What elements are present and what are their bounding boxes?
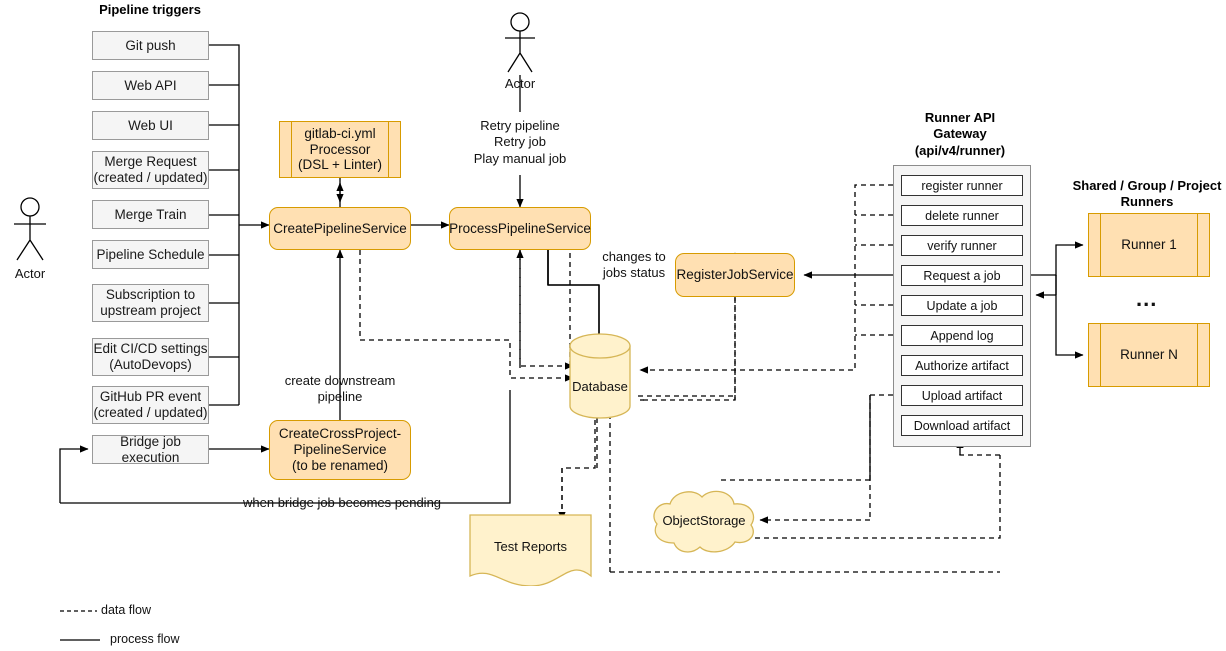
legend-process-flow-label: process flow: [110, 632, 180, 646]
actor-top: Actor: [490, 11, 550, 101]
api-download-artifact[interactable]: Download artifact: [901, 415, 1023, 436]
runners-title-line2: Runners: [1120, 194, 1174, 210]
test-reports-label: Test Reports: [494, 539, 567, 554]
retry-line2: Retry job: [493, 134, 547, 150]
retry-line1: Retry pipeline: [480, 118, 560, 133]
bridge-pending-label: when bridge job becomes pending: [243, 495, 442, 510]
runner-1[interactable]: Runner 1: [1088, 213, 1210, 277]
api-update-a-job[interactable]: Update a job: [901, 295, 1023, 316]
runner-n[interactable]: Runner N: [1088, 323, 1210, 387]
api-register-runner[interactable]: register runner: [901, 175, 1023, 196]
trigger-web-api[interactable]: Web API: [92, 71, 209, 100]
create-pipeline-service[interactable]: CreatePipelineService: [269, 207, 411, 250]
api-append-log[interactable]: Append log: [901, 325, 1023, 346]
runners-title-line1: Shared / Group / Project: [1072, 178, 1222, 193]
changes-line2: jobs status: [602, 265, 666, 281]
database-store: Database: [569, 333, 631, 419]
legend-data-flow-label: data flow: [101, 603, 152, 617]
actor-top-label: Actor: [504, 76, 536, 91]
object-storage-label: ObjectStorage: [662, 513, 746, 528]
api-upload-artifact[interactable]: Upload artifact: [901, 385, 1023, 406]
test-reports-store: Test Reports: [469, 514, 592, 587]
runners-group-title: Shared / Group / Project Runners: [1068, 178, 1226, 211]
api-delete-runner[interactable]: delete runner: [901, 205, 1023, 226]
object-storage-store: ObjectStorage: [648, 487, 760, 557]
trigger-pipeline-schedule[interactable]: Pipeline Schedule: [92, 240, 209, 269]
api-authorize-artifact[interactable]: Authorize artifact: [901, 355, 1023, 376]
downstream-line1: create downstream: [284, 373, 396, 388]
gateway-title-line3: (api/v4/runner): [914, 142, 1006, 158]
actor-left-label: Actor: [14, 266, 46, 281]
process-pipeline-service[interactable]: ProcessPipelineService: [449, 207, 591, 250]
trigger-bridge-job-execution[interactable]: Bridge job execution: [92, 434, 209, 465]
api-verify-runner[interactable]: verify runner: [901, 235, 1023, 256]
actor-left: Actor: [0, 196, 60, 286]
trigger-merge-train[interactable]: Merge Train: [92, 200, 209, 229]
create-downstream-pipeline-label: create downstream pipeline: [272, 373, 408, 406]
runner-api-gateway-title: Runner API Gateway (api/v4/runner): [880, 110, 1040, 159]
gateway-title-line2: Gateway: [933, 126, 987, 142]
downstream-line2: pipeline: [317, 389, 363, 405]
trigger-github-pr-label: GitHub PR event(created / updated): [93, 389, 208, 420]
api-request-a-job[interactable]: Request a job: [901, 265, 1023, 286]
trigger-merge-request-label: Merge Request(created / updated): [93, 154, 208, 185]
changes-line1: changes to: [602, 249, 666, 264]
trigger-merge-request[interactable]: Merge Request(created / updated): [92, 151, 209, 189]
trigger-web-ui[interactable]: Web UI: [92, 111, 209, 140]
trigger-edit-cicd-settings[interactable]: Edit CI/CD settings(AutoDevops): [92, 338, 209, 376]
cross-project-label: CreateCrossProject-PipelineService(to be…: [278, 426, 402, 473]
create-cross-project-pipeline-service[interactable]: CreateCrossProject-PipelineService(to be…: [269, 420, 411, 480]
retry-line3: Play manual job: [473, 150, 567, 166]
pipeline-triggers-title: Pipeline triggers: [99, 2, 201, 17]
runners-ellipsis: ...: [1136, 286, 1158, 311]
trigger-github-pr-event[interactable]: GitHub PR event(created / updated): [92, 386, 209, 424]
trigger-git-push[interactable]: Git push: [92, 31, 209, 60]
database-label: Database: [572, 379, 628, 394]
retry-label: Retry pipeline Retry job Play manual job: [455, 118, 585, 167]
gateway-title-line1: Runner API: [924, 110, 996, 125]
trigger-edit-cicd-label: Edit CI/CD settings(AutoDevops): [93, 341, 208, 372]
changes-to-jobs-status-label: changes to jobs status: [588, 249, 680, 282]
register-job-service[interactable]: RegisterJobService: [675, 253, 795, 297]
